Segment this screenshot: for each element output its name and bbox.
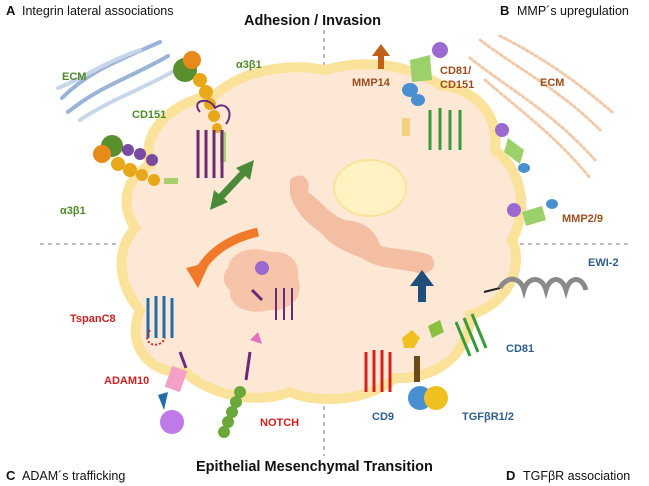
cd9-tetraspanin xyxy=(364,350,392,392)
notch-label: NOTCH xyxy=(260,417,300,429)
mmp14-protein xyxy=(402,42,448,136)
cd81-cd151-label-line1: CD81/ xyxy=(440,65,472,77)
mmp2-9-proteins xyxy=(495,123,558,226)
cd81-cd151-tetraspanin xyxy=(428,108,462,150)
panel-a-letter: A xyxy=(6,3,16,18)
panel-b-title: MMP´s upregulation xyxy=(517,4,629,18)
panel-d-letter: D xyxy=(506,468,516,483)
a3b1-left-label: α3β1 xyxy=(60,205,86,217)
mmp2-9-label: MMP2/9 xyxy=(562,213,603,225)
ecm-fibers-left xyxy=(56,40,174,122)
notch-receptor xyxy=(218,332,262,438)
ecm-left-label: ECM xyxy=(62,71,87,83)
nucleus xyxy=(223,249,300,312)
blue-up-arrow xyxy=(410,270,434,302)
a3b1-top-label: α3β1 xyxy=(236,59,262,71)
panel-c-letter: C xyxy=(6,468,16,483)
panel-a-title: Integrin lateral associations xyxy=(22,4,174,18)
ecm-fibers-right xyxy=(468,34,614,180)
tgfbr-label: TGFβR1/2 xyxy=(462,411,514,423)
endoplasmic-reticulum xyxy=(290,175,435,274)
adam10-protein xyxy=(158,351,188,434)
tgfbr-receptor xyxy=(402,320,448,410)
nuclear-signal-proteins xyxy=(250,261,293,320)
ecm-right-label: ECM xyxy=(540,77,565,89)
orange-curved-arrow xyxy=(186,227,260,288)
tspanc8-tetraspanin xyxy=(146,296,174,346)
cd81-cd151-label-line2: CD151 xyxy=(440,79,475,91)
panel-c-title: ADAM´s trafficking xyxy=(22,469,126,483)
panel-b-letter: B xyxy=(500,3,510,18)
tspanc8-label: TspanC8 xyxy=(70,313,116,325)
cd151-tetraspanin xyxy=(196,99,231,178)
top-title: Adhesion / Invasion xyxy=(244,13,381,29)
ewi2-label: EWI-2 xyxy=(588,257,619,269)
green-double-arrow xyxy=(210,160,254,210)
cd81-label: CD81 xyxy=(506,343,535,355)
cd81-tetraspanin xyxy=(454,313,488,357)
adam10-label: ADAM10 xyxy=(104,375,150,387)
vesicle xyxy=(333,159,407,217)
integrin-a3b1-left xyxy=(93,135,178,186)
mmp14-label: MMP14 xyxy=(352,77,390,89)
ewi2-protein xyxy=(483,276,589,300)
mmp14-arrow xyxy=(372,44,390,69)
cd151-label: CD151 xyxy=(132,109,167,121)
panel-d-title: TGFβR association xyxy=(523,469,631,483)
bottom-title: Epithelial Mesenchymal Transition xyxy=(196,459,433,475)
cd9-label: CD9 xyxy=(372,411,395,423)
